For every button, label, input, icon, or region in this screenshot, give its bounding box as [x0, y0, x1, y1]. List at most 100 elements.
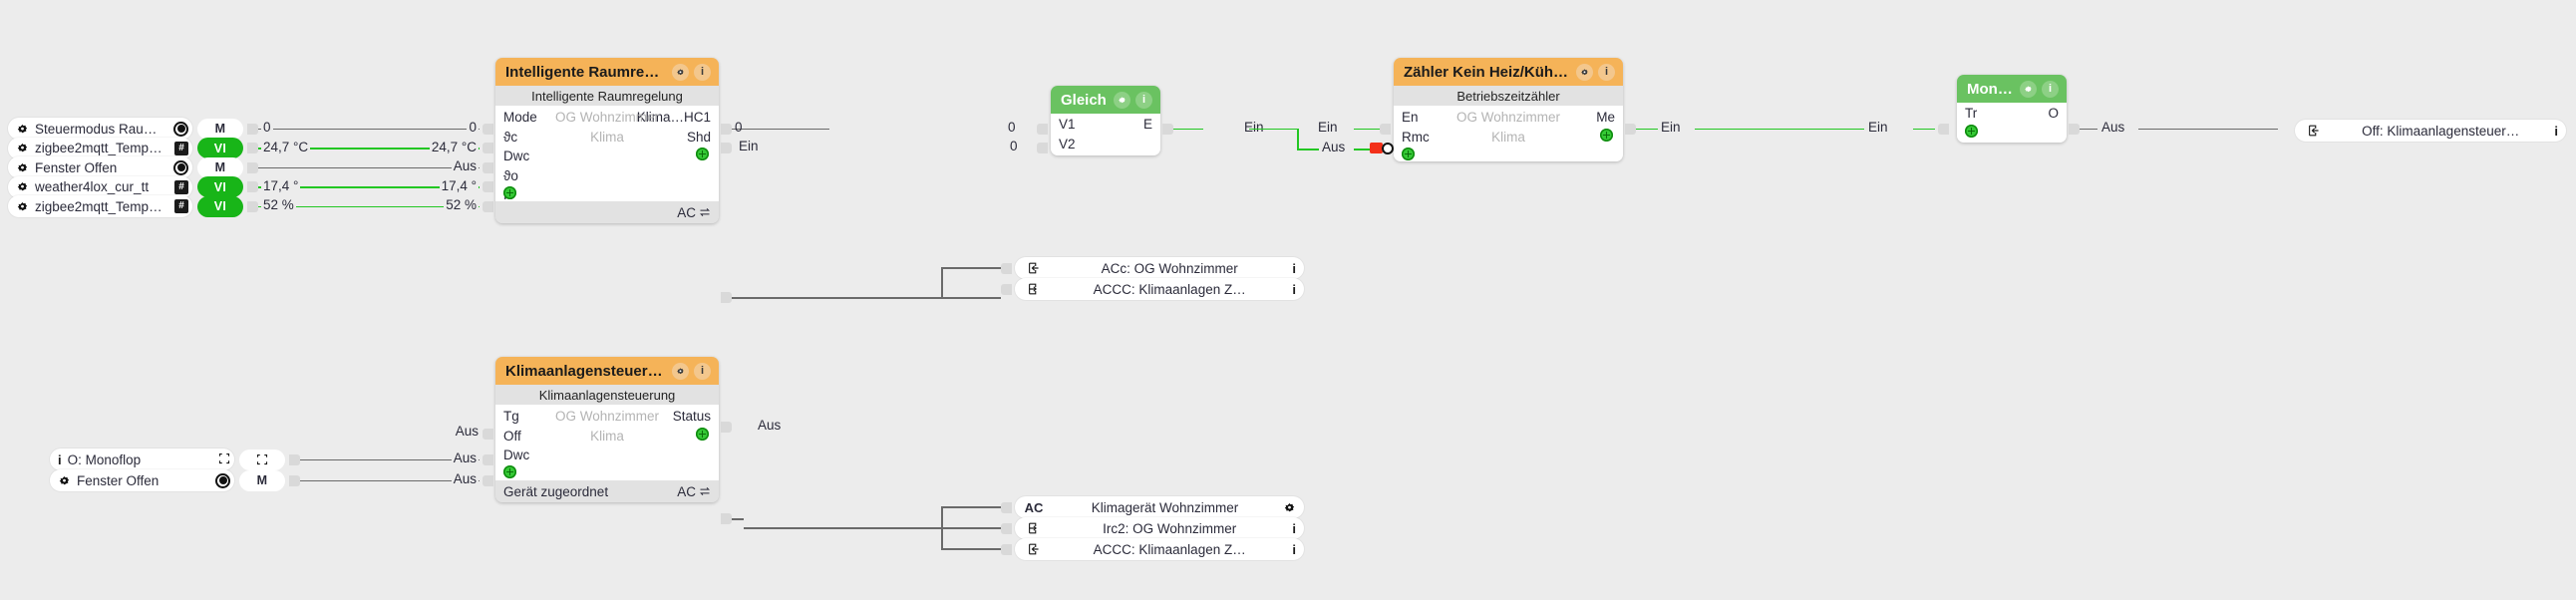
input-node-knob[interactable]: [215, 473, 230, 488]
block-input-dwc[interactable]: Dwc: [503, 448, 530, 462]
add-connector-button[interactable]: [696, 428, 709, 441]
gear-icon[interactable]: [1576, 63, 1593, 81]
output-node-bottom-2[interactable]: ACCC: Klimaanlagen Z…i: [1015, 538, 1304, 560]
output-node-mid-1[interactable]: ACCC: Klimaanlagen Z…i: [1015, 278, 1304, 300]
info-icon[interactable]: i: [1598, 63, 1615, 81]
info-icon[interactable]: i: [2554, 123, 2558, 139]
block-input-rmc[interactable]: Rmc: [1402, 129, 1430, 145]
connection-wire: [258, 128, 480, 130]
block-title: Zähler Kein Heiz/Kühlbedarf: [1404, 63, 1571, 81]
connection-wire: [941, 267, 943, 298]
input-node-3[interactable]: weather4lox_cur_tt#: [8, 175, 192, 198]
info-icon[interactable]: i: [2042, 80, 2059, 98]
input-node-knob[interactable]: #: [174, 141, 188, 155]
block-input-dwc[interactable]: Dwc: [503, 149, 530, 163]
add-connector-button[interactable]: [1402, 148, 1415, 160]
mode-badge-4[interactable]: VI: [197, 195, 243, 217]
info-icon[interactable]: i: [1292, 541, 1296, 557]
input-stub: [1037, 143, 1048, 153]
mode-badge-bottom-0[interactable]: [239, 449, 285, 470]
block-input-tg[interactable]: Tg: [503, 409, 519, 424]
block-input-ϑo[interactable]: ϑo: [503, 167, 518, 183]
block-input-v1[interactable]: V1: [1059, 117, 1076, 132]
info-icon[interactable]: i: [694, 63, 711, 81]
input-node-knob[interactable]: #: [174, 199, 188, 213]
mode-badge-2[interactable]: M: [197, 156, 243, 178]
add-connector-button[interactable]: [696, 148, 709, 160]
gear-icon[interactable]: [672, 362, 689, 380]
block-output-0[interactable]: Status: [672, 409, 711, 424]
gear-icon[interactable]: [672, 63, 689, 81]
add-connector-button[interactable]: [503, 186, 516, 199]
connection-wire: [744, 527, 941, 529]
input-node-knob[interactable]: [173, 160, 188, 175]
connection-wire: [258, 186, 480, 188]
gear-icon[interactable]: [1114, 91, 1130, 109]
input-node-1[interactable]: zigbee2mqtt_Tempe…#: [8, 137, 192, 159]
block-input-ϑc[interactable]: ϑc: [503, 129, 518, 145]
block-zaehler[interactable]: Zähler Kein Heiz/KühlbedarfiBetriebszeit…: [1394, 58, 1623, 161]
block-footer-right[interactable]: AC: [677, 484, 711, 499]
block-output-1[interactable]: Shd: [686, 129, 711, 145]
radio-icon: [173, 160, 188, 175]
connection-wire: [1354, 149, 1370, 150]
info-icon[interactable]: i: [1135, 91, 1152, 109]
info-icon[interactable]: i: [1292, 260, 1296, 276]
block-raumregelung[interactable]: Intelligente RaumregelungiIntelligente R…: [495, 58, 719, 223]
add-connector-button[interactable]: [1965, 125, 1978, 138]
block-input-v2[interactable]: V2: [1059, 136, 1076, 151]
gear-icon: [16, 142, 29, 154]
input-node-knob[interactable]: [173, 122, 188, 137]
input-node-2[interactable]: Fenster Offen: [8, 156, 192, 178]
wire-label-3: 0: [1010, 139, 1018, 153]
gear-icon[interactable]: [2020, 80, 2037, 98]
output-node-far-right[interactable]: Off: Klimaanlagensteuer…i: [2295, 120, 2566, 142]
input-node-4[interactable]: zigbee2mqtt_Tempe…#: [8, 195, 192, 217]
block-footer-right[interactable]: AC: [677, 205, 711, 220]
block-header[interactable]: Intelligente Raumregelungi: [495, 58, 719, 86]
gear-icon[interactable]: [1283, 501, 1296, 514]
mode-badge-bottom-1[interactable]: M: [239, 469, 285, 491]
info-icon[interactable]: i: [1292, 281, 1296, 297]
input-node-0[interactable]: Steuermodus Raum…: [8, 118, 192, 140]
mode-badge-1[interactable]: VI: [197, 138, 243, 158]
mode-badge-0[interactable]: M: [197, 118, 243, 140]
output-stub: [247, 123, 258, 135]
input-stub: [483, 428, 493, 440]
block-output-0[interactable]: E: [1142, 117, 1152, 132]
input-node-bottom-1[interactable]: Fenster Offen: [50, 469, 234, 491]
input-stub: [483, 143, 493, 153]
info-icon[interactable]: i: [1292, 520, 1296, 536]
mode-badge-3[interactable]: VI: [197, 176, 243, 197]
block-input-tr[interactable]: Tr: [1965, 106, 1978, 121]
block-input-mode[interactable]: Mode: [503, 110, 537, 125]
block-input-off[interactable]: Off: [503, 428, 521, 444]
block-header[interactable]: Zähler Kein Heiz/Kühlbedarf i: [1394, 58, 1623, 86]
input-node-knob[interactable]: #: [174, 179, 188, 194]
input-node-knob[interactable]: [218, 452, 230, 467]
block-output-0[interactable]: Me: [1596, 110, 1615, 125]
info-icon[interactable]: i: [694, 362, 711, 380]
output-stub: [721, 123, 732, 135]
block-monoflop[interactable]: MonoflopiTr O: [1957, 75, 2067, 143]
block-output-0[interactable]: O: [2048, 106, 2059, 121]
wire-label-5: Ein: [1318, 120, 1338, 135]
add-connector-button[interactable]: [503, 465, 516, 478]
block-header[interactable]: Monoflopi: [1957, 75, 2067, 103]
block-input-en[interactable]: En: [1402, 110, 1419, 125]
block-center-line1: OG Wohnzimmer: [554, 110, 660, 125]
block-center-line2: Klima: [590, 428, 624, 444]
block-center-line2: Klima: [590, 129, 624, 145]
input-stub: [483, 161, 493, 173]
block-output-0[interactable]: Klima…HC1: [636, 110, 711, 125]
add-connector-button[interactable]: [1600, 129, 1613, 142]
